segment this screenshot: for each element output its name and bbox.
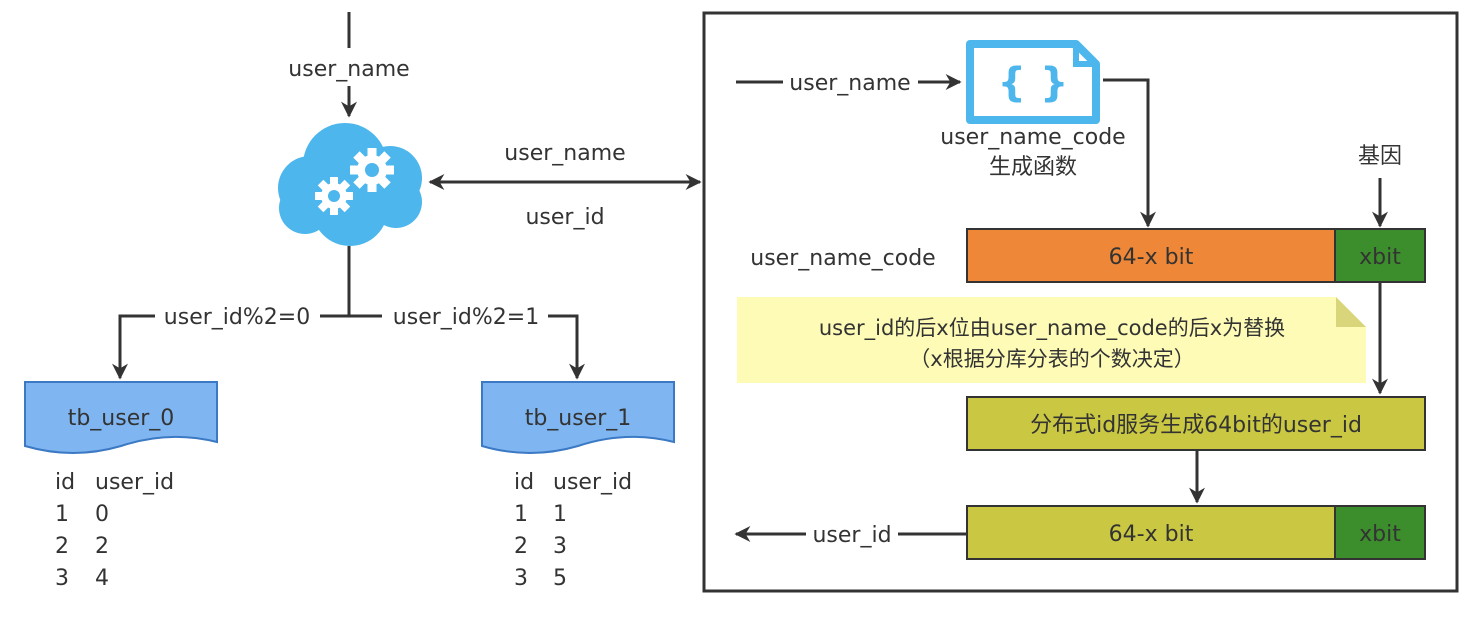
output-tail-segment	[1334, 505, 1426, 560]
table-0-row-3-user-id: 4	[95, 566, 109, 591]
note-line2: （x根据分库分表的个数决定）	[909, 347, 1194, 371]
gene-label: 基因	[1358, 144, 1402, 169]
table-1-row-1-user-id: 1	[553, 502, 567, 527]
note-line1: user_id的后x位由user_name_code的后x为替换	[819, 316, 1285, 341]
table-0-shape	[24, 381, 218, 454]
incoming-label: user_name	[288, 57, 409, 82]
table-0-data: id user_id 1 0 2 2 3 4	[55, 470, 174, 591]
right-panel: user_name { } user_name_code 生成函数 基因 use…	[702, 11, 1459, 593]
table-1-data: id user_id 1 1 2 3 3 5	[514, 470, 632, 591]
route-right-label: user_id%2=1	[393, 305, 539, 330]
function-to-code-arrow	[1103, 78, 1156, 228]
curly-braces-file-icon: { }	[966, 40, 1100, 124]
code-main-label: 64-x bit	[1109, 245, 1194, 270]
table-1-row-3-id: 3	[514, 566, 528, 591]
table-0-row-2-id: 2	[55, 534, 69, 559]
route-left-arrow	[112, 314, 155, 380]
input-label: user_name	[789, 71, 910, 96]
gear-icon	[315, 177, 353, 215]
service-box-label: 分布式id服务生成64bit的user_id	[1030, 413, 1362, 438]
output-main-segment	[966, 505, 1336, 560]
table-0-row-3-id: 3	[55, 566, 69, 591]
output-label: user_id	[812, 523, 891, 548]
table-1-row-2-user-id: 3	[553, 534, 567, 559]
table-0-row-1-id: 1	[55, 502, 69, 527]
code-row-label: user_name_code	[750, 246, 935, 271]
service-box	[966, 396, 1426, 451]
table-1-header-user-id: user_id	[553, 470, 632, 495]
table-0-row-1-user-id: 0	[95, 502, 109, 527]
table-1-row-2-id: 2	[514, 534, 528, 559]
svg-text:{ }: { }	[998, 60, 1069, 106]
output-tail-label: xbit	[1359, 522, 1401, 547]
left-section: user_name	[24, 12, 702, 591]
output-main-label: 64-x bit	[1109, 522, 1194, 547]
route-right-arrow	[548, 314, 585, 380]
link-bottom-label: user_id	[525, 205, 604, 230]
table-1-name: tb_user_1	[525, 406, 632, 431]
table-0-name: tb_user_0	[68, 406, 175, 431]
link-top-label: user_name	[504, 141, 625, 166]
table-0-row-2-user-id: 2	[95, 534, 109, 559]
function-label-line1: user_name_code	[940, 125, 1125, 150]
table-0-header-user-id: user_id	[95, 470, 174, 495]
code-main-segment	[966, 228, 1336, 283]
function-label-line2: 生成函数	[989, 155, 1077, 180]
table-0-header-id: id	[55, 470, 75, 495]
table-1-shape	[481, 381, 675, 454]
note-fold	[1336, 297, 1366, 327]
table-1-row-1-id: 1	[514, 502, 528, 527]
table-1-row-3-user-id: 5	[553, 566, 567, 591]
table-1-header-id: id	[514, 470, 534, 495]
route-left-label: user_id%2=0	[164, 305, 310, 330]
note-box	[737, 297, 1366, 383]
code-tail-label: xbit	[1359, 245, 1401, 270]
gear-icon	[350, 148, 394, 192]
cloud-gears-icon	[278, 123, 422, 246]
